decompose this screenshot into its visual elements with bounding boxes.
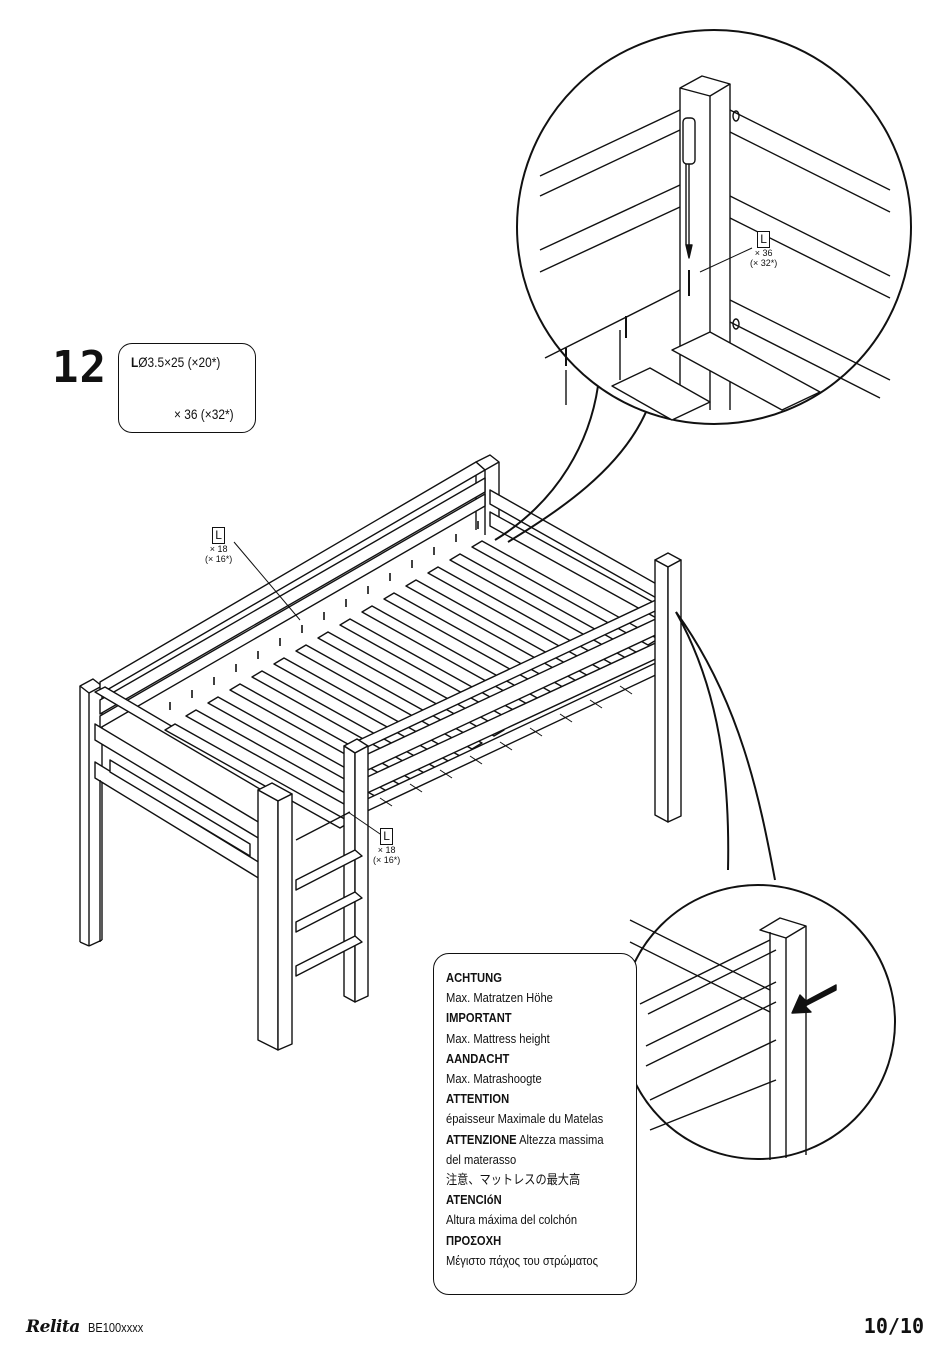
warning-text-it-cont: del materasso: [446, 1151, 517, 1167]
warning-text-it: Altezza massima: [516, 1131, 604, 1147]
callout-alt-qty: (× 16*): [205, 554, 233, 564]
part-size: Ø3.5×25 (×20*): [138, 354, 221, 370]
callout-detail: L × 36 (× 32*): [750, 231, 777, 268]
callout-qty: × 18: [377, 845, 396, 855]
step-number: 12: [52, 342, 107, 393]
warning-text-ja: 注意、マットレスの最大高: [446, 1172, 581, 1188]
callout-qty: × 36: [754, 248, 773, 258]
callout-alt-qty: (× 16*): [373, 855, 401, 865]
warning-text-el: Μέγιστο πάχος του στρώματος: [446, 1252, 599, 1268]
warning-heading-en: IMPORTANT: [446, 1010, 512, 1026]
warning-text-en: Max. Mattress height: [446, 1030, 550, 1046]
warning-heading-es: ATENCIóN: [446, 1192, 502, 1208]
warning-text-nl: Max. Matrashoogte: [446, 1071, 542, 1087]
warning-text-es: Altura máxima del colchón: [446, 1212, 578, 1228]
model-number: BE100xxxx: [87, 1319, 144, 1335]
warning-line-it: ATTENZIONE Altezza massima: [446, 1130, 604, 1150]
warning-heading-it: ATTENZIONE: [446, 1131, 517, 1147]
warning-heading-fr: ATTENTION: [446, 1091, 510, 1107]
warning-text-de: Max. Matratzen Höhe: [446, 990, 553, 1006]
page-number: 10/10: [863, 1314, 924, 1338]
warning-text-fr: épaisseur Maximale du Matelas: [446, 1111, 604, 1127]
part-quantity: × 36 (×32*): [174, 406, 234, 422]
warning-heading-de: ACHTUNG: [446, 970, 502, 985]
warning-heading-el: ΠΡΟΣΟΧΗ: [446, 1232, 502, 1248]
parts-box: LØ3.5×25 (×20*) × 36 (×32*): [118, 343, 256, 433]
callout-qty: × 18: [209, 544, 228, 554]
part-code-box: L: [380, 828, 394, 845]
callout-back-rail: L × 18 (× 16*): [205, 527, 232, 564]
brand-logo: Relita: [26, 1317, 80, 1337]
callout-alt-qty: (× 32*): [750, 258, 778, 268]
warning-heading-nl: AANDACHT: [446, 1050, 510, 1066]
footer-brand: Relita BE100xxxx: [26, 1317, 153, 1337]
part-code-box: L: [757, 231, 771, 248]
part-code-box: L: [212, 527, 226, 544]
part-code: L: [131, 354, 139, 370]
detail-magnifier-bottom: [620, 611, 896, 1160]
detail-magnifier-top: [494, 29, 912, 543]
bed-frame-drawing: [79, 454, 682, 1051]
mattress-height-warning: ACHTUNG Max. Matratzen Höhe IMPORTANT Ma…: [433, 953, 637, 1295]
part-spec: LØ3.5×25 (×20*): [131, 354, 220, 370]
callout-front-rail: L × 18 (× 16*): [373, 828, 400, 865]
